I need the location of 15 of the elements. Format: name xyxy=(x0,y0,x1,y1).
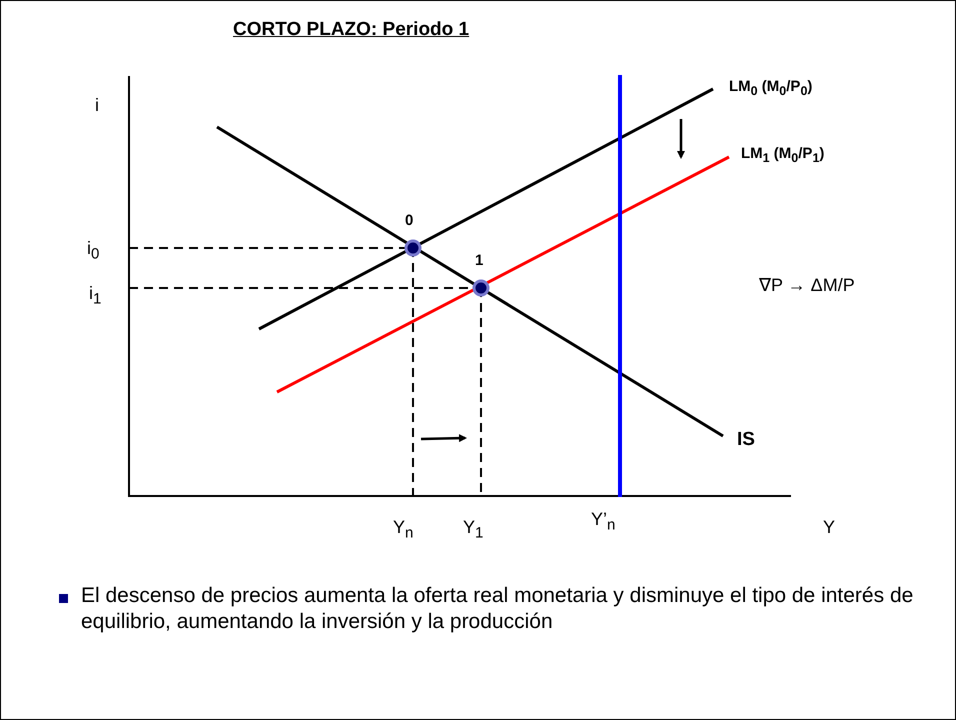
curve-label: LM$_{1}$ (M$_{0}$/P$_{1}$) xyxy=(741,145,824,166)
curve-label: LM$_{0}$ (M$_{0}$/P$_{0}$) xyxy=(729,78,812,98)
axis-label: Y$_{n}$ xyxy=(393,517,414,542)
annotation: ∇P → ΔM/P xyxy=(759,275,855,296)
body-text: El descenso de precios aumenta la oferta real monetaria y disminuye el tipo de interés de equilibrio, aumentando la inversión y la producción xyxy=(81,583,914,636)
point-label: 1 xyxy=(475,252,484,270)
chart-title: CORTO PLAZO: Periodo 1 xyxy=(233,19,470,41)
axis-label: Y$_{1}$ xyxy=(463,517,484,542)
axis-label: i$_{0}$ xyxy=(87,238,100,263)
axis-label: Y xyxy=(823,517,836,538)
axis-label: i xyxy=(95,95,99,116)
axis-label: Y’$_{n}$ xyxy=(591,509,616,534)
point-label: 0 xyxy=(405,212,414,230)
curve-label: IS xyxy=(737,429,755,451)
axis-label: i$_{1}$ xyxy=(89,283,102,308)
